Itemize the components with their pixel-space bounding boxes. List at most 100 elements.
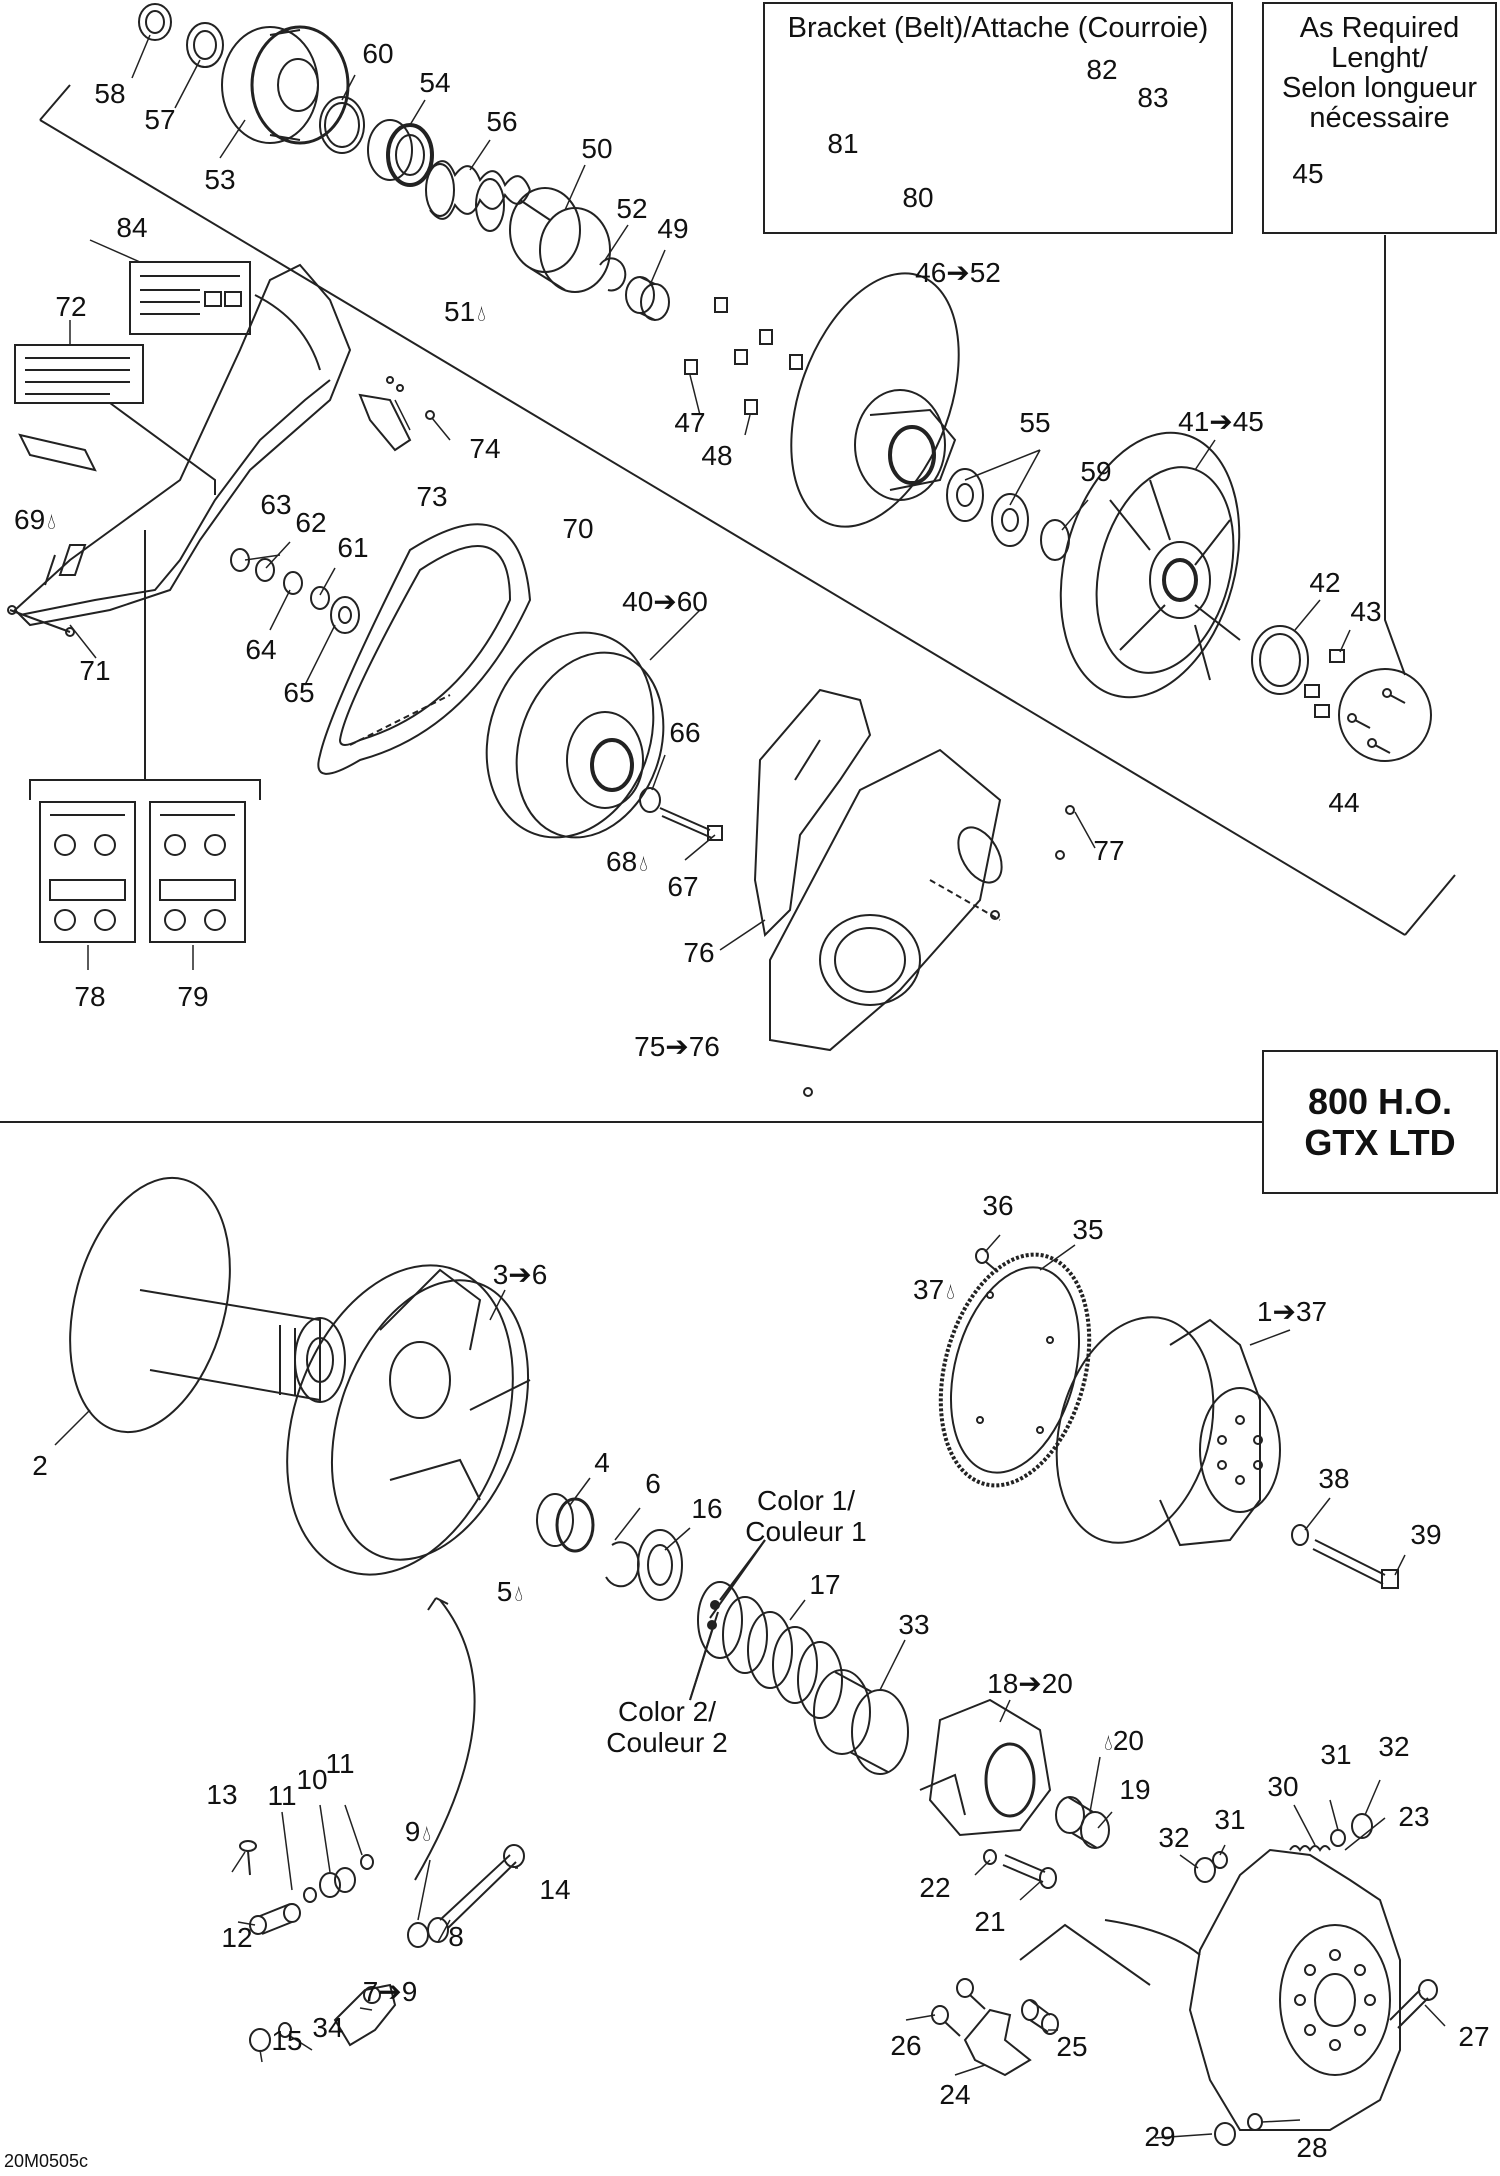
callout-27: 27 bbox=[1458, 2021, 1490, 2052]
bushing-54 bbox=[367, 119, 434, 187]
sleeve-50 bbox=[509, 187, 611, 293]
callout-28: 28 bbox=[1296, 2132, 1328, 2163]
callout-12: 12 bbox=[221, 1922, 253, 1953]
oil-drop-icon: 💧︎ bbox=[946, 1279, 955, 1304]
cover-76 bbox=[753, 688, 872, 938]
slider-buttons bbox=[684, 297, 803, 415]
driven-pulley-40 bbox=[485, 631, 665, 839]
callout-2: 2 bbox=[32, 1450, 48, 1481]
callout-23: 23 bbox=[1398, 1801, 1430, 1832]
as-required-line-1: As Required bbox=[1299, 12, 1460, 44]
callout-3-6: 3➔6 bbox=[492, 1259, 548, 1290]
callout-60: 60 bbox=[362, 38, 394, 69]
callout-50: 50 bbox=[581, 133, 613, 164]
color-leaders bbox=[689, 1539, 766, 1701]
decal-84 bbox=[129, 261, 251, 335]
ring-57 bbox=[186, 22, 224, 68]
color1-caption: Color 1/ Couleur 1 bbox=[745, 1485, 867, 1548]
bracket-belt-title: Bracket (Belt)/Attache (Courroie) bbox=[787, 12, 1209, 44]
oil-drop-icon: 💧︎ bbox=[422, 1821, 432, 1846]
callout-38: 38 bbox=[1318, 1463, 1350, 1494]
callout-72: 72 bbox=[55, 291, 87, 322]
callout-22: 22 bbox=[919, 1872, 951, 1903]
leader-44-from-box bbox=[1384, 235, 1406, 676]
nut-32b bbox=[1194, 1857, 1216, 1883]
as-required-box: As Required Lenght/ Selon longueur néces… bbox=[1262, 2, 1497, 234]
oil-drop-icon: 💧︎ bbox=[477, 301, 486, 326]
callout-54: 54 bbox=[419, 67, 451, 98]
leader-72 bbox=[109, 402, 216, 495]
callout-53: 53 bbox=[204, 164, 236, 195]
decal-72 bbox=[14, 344, 144, 404]
model-box: 800 H.O. GTX LTD bbox=[1262, 1050, 1498, 1194]
color1-line-2: Couleur 1 bbox=[745, 1515, 867, 1547]
fixed-sheave-41 bbox=[1059, 431, 1241, 699]
callout-19: 19 bbox=[1119, 1774, 1151, 1805]
callout-7-9: 7➔9 bbox=[362, 1976, 418, 2007]
callout-41-45: 41➔45 bbox=[1178, 406, 1264, 437]
bolt-27 bbox=[1389, 1979, 1438, 2029]
callout-44: 44 bbox=[1328, 787, 1360, 818]
callout-46-52: 46➔52 bbox=[915, 257, 1001, 288]
callout-47: 47 bbox=[674, 407, 706, 438]
callout-62: 62 bbox=[295, 507, 327, 538]
bracket-73 bbox=[358, 376, 412, 452]
callout-51-text: 51 bbox=[444, 296, 476, 327]
callout-55: 55 bbox=[1019, 407, 1051, 438]
sliding-sheave-46 bbox=[790, 272, 960, 528]
bushing-49 bbox=[625, 276, 670, 321]
callout-79: 79 bbox=[177, 981, 209, 1012]
model-line-1: 800 H.O. bbox=[1307, 1080, 1453, 1122]
callout-61: 61 bbox=[337, 532, 369, 563]
callout-52: 52 bbox=[616, 193, 648, 224]
nut-15 bbox=[249, 2028, 271, 2052]
lever-assembly-7 bbox=[333, 1983, 397, 2047]
upper-section-boundary-right bbox=[1404, 874, 1456, 936]
circlip-52 bbox=[599, 257, 627, 292]
color2-caption: Color 2/ Couleur 2 bbox=[606, 1696, 728, 1759]
washer-66 bbox=[639, 787, 661, 813]
spring-17 bbox=[697, 1581, 843, 1719]
screws-26 bbox=[931, 1978, 986, 2037]
callout-34: 34 bbox=[312, 2012, 344, 2043]
callout-70: 70 bbox=[562, 513, 594, 544]
callout-16: 16 bbox=[691, 1493, 723, 1524]
callout-67: 67 bbox=[667, 871, 699, 902]
callout-83: 83 bbox=[1137, 82, 1169, 113]
callout-64: 64 bbox=[245, 634, 277, 665]
as-required-line-4: nécessaire bbox=[1309, 102, 1450, 134]
upper-section-boundary bbox=[39, 119, 1406, 936]
screw-13 bbox=[239, 1840, 257, 1876]
callout-18-20: 18➔20 bbox=[987, 1668, 1073, 1699]
callout-69-text: 69 bbox=[14, 504, 46, 535]
callout-74: 74 bbox=[469, 433, 501, 464]
callout-73: 73 bbox=[416, 481, 448, 512]
lubricant-69 bbox=[18, 433, 97, 472]
washer-38 bbox=[1291, 1524, 1309, 1546]
callout-51: 51💧︎ bbox=[444, 298, 486, 326]
callout-11a: 11 bbox=[267, 1780, 297, 1811]
callout-77: 77 bbox=[1093, 835, 1125, 866]
oil-drop-icon: 💧︎ bbox=[514, 1581, 524, 1606]
screw-74 bbox=[425, 410, 435, 420]
color1-line-1: Color 1/ bbox=[756, 1485, 856, 1516]
callout-69: 69💧︎ bbox=[14, 506, 56, 534]
callout-9: 9💧︎ bbox=[405, 1818, 431, 1846]
nuts-77 bbox=[803, 805, 1075, 1097]
callout-10: 10 bbox=[296, 1764, 328, 1795]
bolt-21 bbox=[1002, 1854, 1057, 1889]
callout-14: 14 bbox=[539, 1874, 571, 1905]
callout-32a: 32 bbox=[1378, 1731, 1410, 1762]
callout-68: 68💧︎ bbox=[606, 848, 648, 876]
bolt-67 bbox=[659, 807, 723, 841]
belt-guard-71 bbox=[7, 263, 352, 637]
color2-line-2: Couleur 2 bbox=[606, 1726, 728, 1758]
callout-35: 35 bbox=[1072, 1214, 1104, 1245]
callout-4: 4 bbox=[594, 1447, 610, 1478]
callout-59: 59 bbox=[1080, 456, 1112, 487]
circlip-6 bbox=[605, 1541, 640, 1588]
callout-39: 39 bbox=[1410, 1519, 1442, 1550]
bracket-belt-box: Bracket (Belt)/Attache (Courroie) bbox=[763, 2, 1233, 234]
callout-25: 25 bbox=[1056, 2031, 1088, 2062]
washer-11a bbox=[303, 1887, 317, 1903]
